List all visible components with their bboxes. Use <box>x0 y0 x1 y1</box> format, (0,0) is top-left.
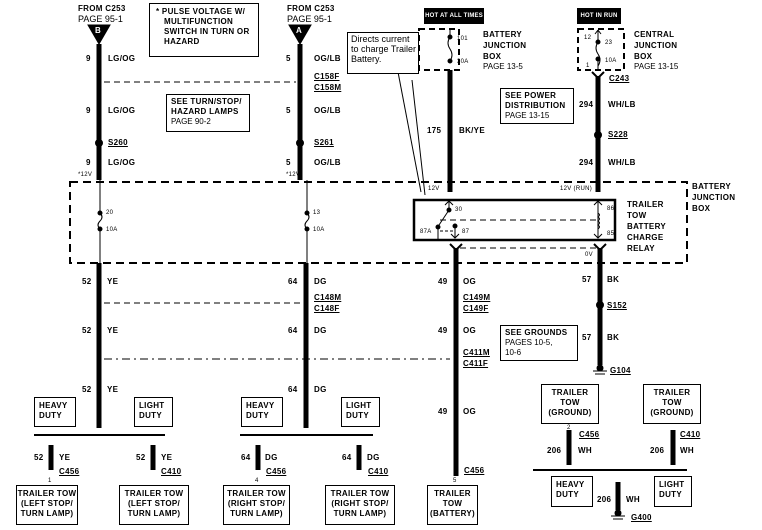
connector-a-triangle <box>288 24 312 45</box>
component-left-lamp-light: TRAILER TOW (LEFT STOP/ TURN LAMP) <box>119 485 189 525</box>
option-heavy-duty-left: HEAVY DUTY <box>34 397 76 427</box>
source-b-letter: B <box>95 26 102 35</box>
component-right-lamp-heavy: TRAILER TOW (RIGHT STOP/ TURN LAMP) <box>223 485 290 525</box>
note-see-power: SEE POWER DISTRIBUTION PAGE 13-15 <box>500 88 574 124</box>
splice-s228: S228 <box>608 130 628 139</box>
splice-s261-dot <box>296 139 304 147</box>
option-light-duty-ground: LIGHT DUTY <box>654 476 692 507</box>
splice-s261: S261 <box>314 138 334 147</box>
source-b-page: PAGE 95-1 <box>78 14 123 24</box>
component-right-lamp-light: TRAILER TOW (RIGHT STOP/ TURN LAMP) <box>325 485 395 525</box>
source-a-letter: A <box>296 26 303 35</box>
ground-g400: G400 <box>631 513 652 522</box>
connector-c158f: C158F <box>314 72 340 81</box>
splice-s260-dot <box>95 139 103 147</box>
connector-c149m: C149M <box>463 293 491 302</box>
note-pulse-voltage: * PULSE VOLTAGE W/ MULTIFUNCTION SWITCH … <box>149 3 259 57</box>
connector-c148m: C148M <box>314 293 342 302</box>
component-left-lamp-heavy: TRAILER TOW (LEFT STOP/ TURN LAMP) <box>16 485 78 525</box>
connector-c158m: C158M <box>314 83 342 92</box>
component-trailer-battery: TRAILER TOW (BATTERY) <box>427 485 478 525</box>
component-ground-light: TRAILER TOW (GROUND) <box>643 384 701 424</box>
connector-c148f: C148F <box>314 304 340 313</box>
connector-c411f: C411F <box>463 359 489 368</box>
splice-s152: S152 <box>607 301 627 310</box>
option-heavy-duty-right: HEAVY DUTY <box>241 397 283 427</box>
option-light-duty-left: LIGHT DUTY <box>134 397 173 427</box>
connector-b-triangle <box>87 24 111 45</box>
ground-g104: G104 <box>610 366 631 375</box>
splice-s260: S260 <box>108 138 128 147</box>
component-ground-heavy: TRAILER TOW (GROUND) <box>541 384 599 424</box>
note-see-grounds: SEE GROUNDS PAGES 10-5, 10-6 <box>500 325 578 361</box>
option-heavy-duty-ground: HEAVY DUTY <box>551 476 593 507</box>
connector-c411m: C411M <box>463 348 490 357</box>
battery-junction-box-outline <box>69 181 688 264</box>
connector-c243: C243 <box>609 74 630 83</box>
connector-c149f: C149F <box>463 304 489 313</box>
splice-s228-dot <box>594 131 602 139</box>
hot-at-all-times-label: HOT AT ALL TIMES <box>424 8 484 24</box>
source-a-page: PAGE 95-1 <box>287 14 332 24</box>
source-a-from: FROM C253 <box>287 4 335 13</box>
source-b-from: FROM C253 <box>78 4 126 13</box>
hot-in-run-label: HOT IN RUN <box>577 8 621 24</box>
option-light-duty-right: LIGHT DUTY <box>341 397 380 427</box>
splice-s152-dot <box>596 301 604 309</box>
note-see-turn-stop: SEE TURN/STOP/ HAZARD LAMPS PAGE 90-2 <box>166 94 250 132</box>
note-directs-current: Directs current to charge Trailer Batter… <box>347 32 419 74</box>
